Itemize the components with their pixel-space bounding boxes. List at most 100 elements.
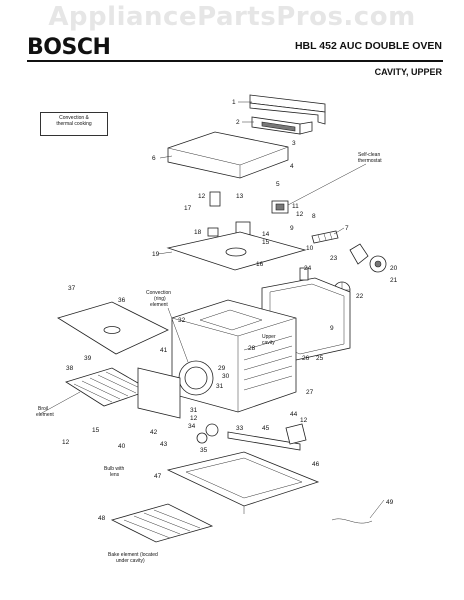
part-hinge-44 xyxy=(285,423,307,445)
callout-19: 19 xyxy=(152,251,160,258)
callout-17: 17 xyxy=(184,205,192,212)
label-self-clean-2: thermostat xyxy=(358,158,382,164)
callout-12a: 12 xyxy=(198,193,206,200)
callout-7: 7 xyxy=(345,225,349,232)
callout-30: 30 xyxy=(222,373,230,380)
callout-49: 49 xyxy=(386,499,394,506)
callout-45: 45 xyxy=(262,425,270,432)
callout-13: 13 xyxy=(236,193,244,200)
callout-9b: 9 xyxy=(330,325,334,332)
callout-2: 2 xyxy=(236,119,240,126)
label-convection-1: Convection xyxy=(146,290,171,296)
callout-15a: 15 xyxy=(262,239,270,246)
leader-lines xyxy=(39,101,385,519)
callout-6: 6 xyxy=(152,155,156,162)
part-broil-panel xyxy=(137,367,181,419)
callout-15b: 15 xyxy=(92,427,100,434)
callout-31b: 31 xyxy=(190,407,198,414)
label-convection-2: (ring) xyxy=(154,296,166,302)
callout-36: 36 xyxy=(118,297,126,304)
label-upper-cavity-1: Upper xyxy=(262,334,276,340)
model-title: HBL 452 AUC DOUBLE OVEN xyxy=(294,40,442,52)
label-broil-2: element xyxy=(36,412,54,418)
part-bracket-17 xyxy=(209,191,221,207)
label-bake-2: under cavity) xyxy=(116,558,145,564)
callout-21: 21 xyxy=(390,277,398,284)
part-floor-plate xyxy=(57,301,169,355)
label-upper-cavity-2: cavity xyxy=(262,340,275,346)
part-vent-block xyxy=(251,116,313,135)
legend-line-1: Convection & xyxy=(59,115,89,121)
callout-10: 10 xyxy=(306,245,314,252)
part-top-cover xyxy=(167,131,289,179)
callout-3: 3 xyxy=(292,140,296,147)
callout-16: 16 xyxy=(256,261,264,268)
callout-33: 33 xyxy=(236,425,244,432)
callout-29: 29 xyxy=(218,365,226,372)
watermark: AppliancePartsPros.com xyxy=(48,2,416,32)
part-bottom-pan xyxy=(166,451,320,514)
callout-18: 18 xyxy=(194,229,202,236)
label-broil-1: Broil xyxy=(38,406,48,412)
part-bake-element xyxy=(110,503,214,543)
callout-40: 40 xyxy=(118,443,126,450)
callout-28: 28 xyxy=(248,345,256,352)
label-bulb-1: Bulb with xyxy=(104,466,125,472)
callout-9a: 9 xyxy=(290,225,294,232)
callout-48: 48 xyxy=(98,515,106,522)
callout-23: 23 xyxy=(330,255,338,262)
callout-35: 35 xyxy=(200,447,208,454)
callout-12e: 12 xyxy=(300,417,308,424)
callout-12c: 12 xyxy=(190,415,198,422)
part-bracket-24 xyxy=(299,267,309,281)
part-terminal-block xyxy=(311,230,339,244)
callout-25: 25 xyxy=(316,355,324,362)
callout-27: 27 xyxy=(306,389,314,396)
label-bake-1: Bake element (located xyxy=(108,552,158,558)
part-convection-ring-element xyxy=(178,360,214,396)
callout-22: 22 xyxy=(356,293,364,300)
part-upper-cavity xyxy=(171,299,297,413)
part-side-rail xyxy=(227,431,301,451)
callout-4: 4 xyxy=(290,163,294,170)
part-thermostat xyxy=(271,200,289,214)
callout-12d: 12 xyxy=(62,439,70,446)
label-convection-3: element xyxy=(150,302,168,308)
callout-47: 47 xyxy=(154,473,162,480)
part-wire-49 xyxy=(331,518,373,524)
label-self-clean-1: Self-clean xyxy=(358,152,380,158)
callout-26: 26 xyxy=(302,355,310,362)
section-title: CAVITY, UPPER xyxy=(374,67,442,77)
callout-1: 1 xyxy=(232,99,236,106)
part-broil-rack xyxy=(65,367,151,407)
callout-31a: 31 xyxy=(216,383,224,390)
callout-37: 37 xyxy=(68,285,76,292)
callout-43: 43 xyxy=(160,441,168,448)
part-top-bracket xyxy=(249,94,326,125)
callout-8: 8 xyxy=(312,213,316,220)
part-fan-motor xyxy=(349,243,387,273)
legend-line-2: thermal cooking xyxy=(56,121,92,127)
callout-14: 14 xyxy=(262,231,270,238)
legend-box: Convection & thermal cooking xyxy=(40,112,108,136)
callout-24: 24 xyxy=(304,265,312,272)
part-bulb-lens xyxy=(196,423,219,444)
callout-41: 41 xyxy=(160,347,168,354)
callout-32: 32 xyxy=(178,317,186,324)
brand-logo: BOSCH xyxy=(27,35,111,60)
part-bracket-18 xyxy=(207,227,219,237)
part-cavity-plate xyxy=(166,231,307,271)
callout-46: 46 xyxy=(312,461,320,468)
callout-11: 11 xyxy=(292,203,299,210)
callout-42: 42 xyxy=(150,429,158,436)
callout-20: 20 xyxy=(390,265,398,272)
callout-5: 5 xyxy=(276,181,280,188)
callout-39: 39 xyxy=(84,355,92,362)
label-bulb-2: lens xyxy=(110,472,120,478)
callout-44: 44 xyxy=(290,411,298,418)
callout-34: 34 xyxy=(188,423,196,430)
callout-38: 38 xyxy=(66,365,74,372)
callout-12b: 12 xyxy=(296,211,304,218)
header-divider xyxy=(27,60,443,62)
